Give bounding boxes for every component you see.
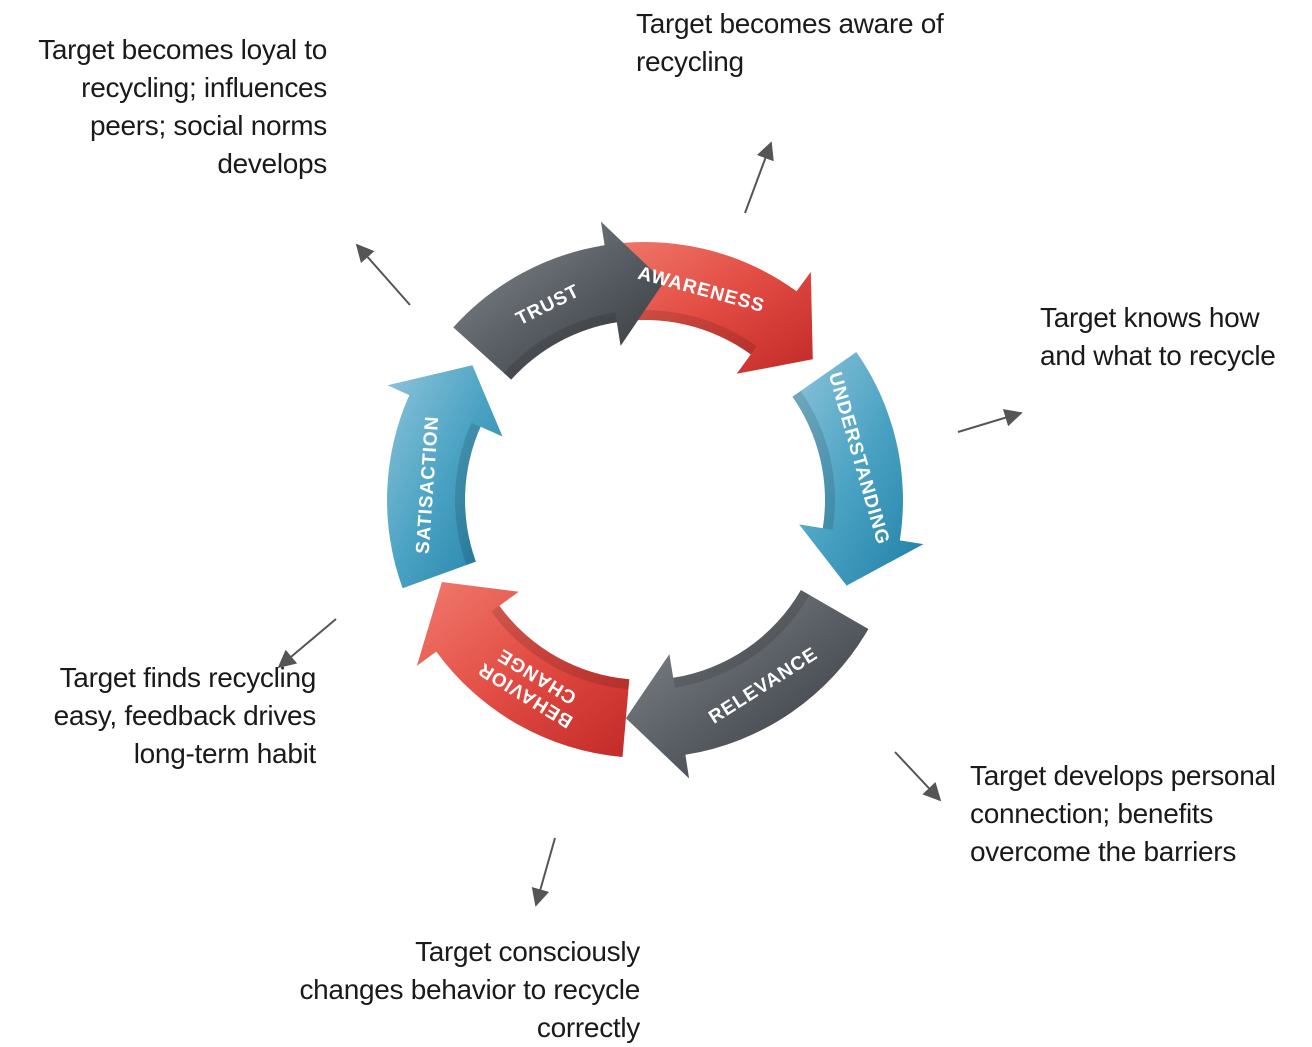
- pointer-relevance: [894, 751, 942, 802]
- caption-relevance: Target develops personal connection; ben…: [970, 760, 1276, 867]
- arrow-trust: [453, 221, 665, 380]
- arrow-shade-satisfaction: [455, 422, 481, 565]
- arrow-relevance: [625, 590, 869, 779]
- arrow-satisfaction: [387, 365, 503, 589]
- arrow-understanding: [792, 352, 924, 586]
- caption-awareness: Target becomes aware of recycling: [636, 8, 944, 77]
- cycle-arrows: [387, 221, 924, 779]
- arrow-shade-relevance: [673, 590, 810, 688]
- caption-understanding: Target knows how and what to recycle: [1040, 302, 1276, 371]
- arrow-shade-trust: [503, 312, 617, 380]
- arrow-shade-behavior-change: [491, 605, 630, 690]
- pointer-satisfaction: [277, 618, 337, 669]
- pointer-trust: [355, 243, 411, 306]
- arrow-behavior-change: [416, 582, 630, 757]
- caption-pointers: [277, 141, 1023, 907]
- caption-behavior-change: Target consciously changes behavior to r…: [299, 936, 640, 1043]
- arrow-shade-understanding: [792, 391, 836, 530]
- caption-satisfaction: Target finds recycling easy, feedback dr…: [53, 662, 317, 769]
- pointer-understanding: [957, 409, 1023, 433]
- pointer-awareness: [744, 141, 774, 214]
- caption-trust: Target becomes loyal to recycling; influ…: [38, 34, 327, 179]
- pointer-behavior-change: [531, 837, 556, 907]
